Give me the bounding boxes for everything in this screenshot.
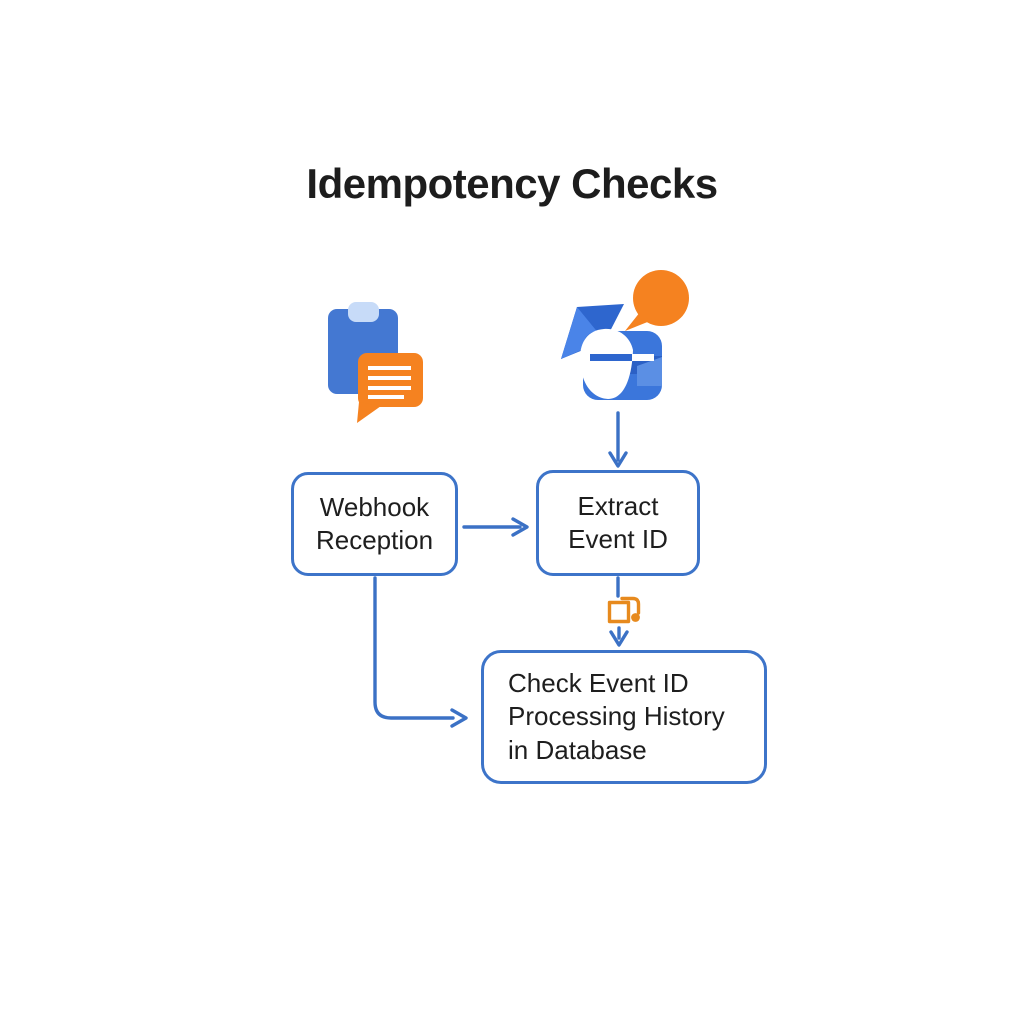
chat-bubble-icon [357,353,423,423]
arrow-webhook-to-check [373,576,468,728]
arrow-webhook-to-extract [462,517,529,537]
slot-dark-segment [590,354,632,361]
arrow-icon-to-extract [608,411,628,468]
arrow-extract-to-check [609,576,629,647]
folded-triangle-highlight [561,307,604,359]
abstract-chat-shape-icon [561,270,689,400]
orange-chat-bubble-icon [625,270,689,331]
node-webhook-reception: Webhook Reception [291,472,458,576]
slot-light-segment [632,354,654,361]
clipboard-message-icon [328,302,423,423]
shape-light-facet [637,357,662,386]
clipboard-clip [348,302,379,322]
node-check-event-id-history: Check Event ID Processing History in Dat… [481,650,767,784]
page-title: Idempotency Checks [306,160,718,207]
droplet-shape [580,328,633,399]
loop-note-icon [607,596,641,624]
node-extract-event-id: Extract Event ID [536,470,700,576]
